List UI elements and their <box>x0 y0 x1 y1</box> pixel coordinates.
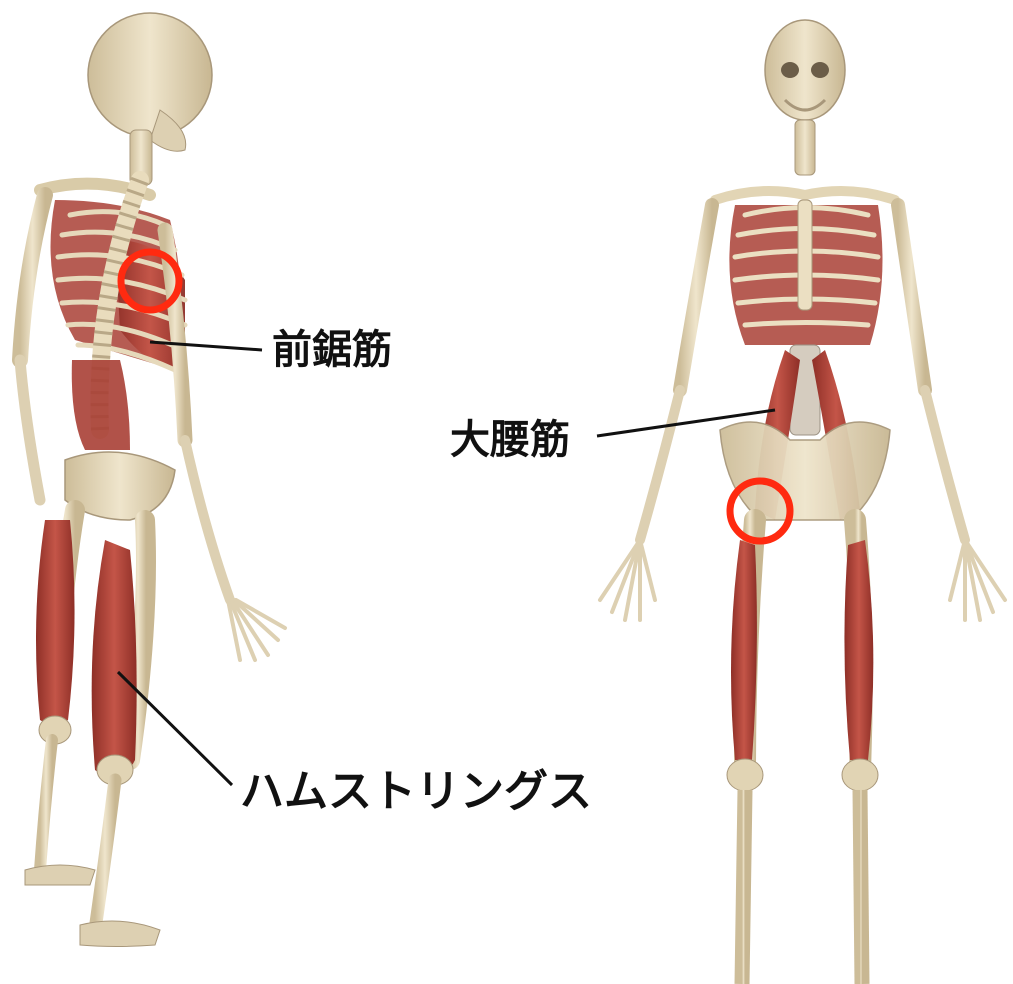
neck-front <box>795 120 815 175</box>
clavicles-front <box>715 191 895 200</box>
label-hamstrings: ハムストリングス <box>240 770 592 814</box>
hand-right-front <box>950 540 1005 620</box>
forearm-right-front <box>925 390 965 540</box>
label-serratus-anterior: 前鋸筋 <box>272 330 392 370</box>
humerus-left-front <box>680 205 712 390</box>
skull-front <box>765 20 845 120</box>
tibia-right <box>95 780 115 930</box>
label-psoas-major: 大腰筋 <box>450 420 570 460</box>
knee-right-front <box>842 759 878 791</box>
foot-right <box>80 921 160 947</box>
humerus-right-front <box>898 205 925 390</box>
hand-right <box>228 600 285 660</box>
tibia-left <box>40 740 52 870</box>
tibia-left-front <box>742 790 745 984</box>
hamstring-muscle-left <box>36 520 75 725</box>
hand-left-front <box>600 540 655 620</box>
arm-left-lower <box>20 360 40 500</box>
thigh-muscle-left-front <box>731 540 757 760</box>
hamstring-muscle-right <box>92 540 137 778</box>
erector-muscle-left <box>72 360 130 450</box>
arm-left-upper <box>20 195 45 360</box>
skeleton-front-view <box>600 20 1005 984</box>
knee-left-front <box>727 759 763 791</box>
skull <box>88 13 212 137</box>
arm-right-lower <box>185 440 230 600</box>
forearm-left-front <box>640 390 680 540</box>
tibia-right-front <box>860 790 862 984</box>
sternum <box>798 200 812 310</box>
pelvis-front <box>720 422 890 520</box>
foot-left <box>25 865 95 885</box>
